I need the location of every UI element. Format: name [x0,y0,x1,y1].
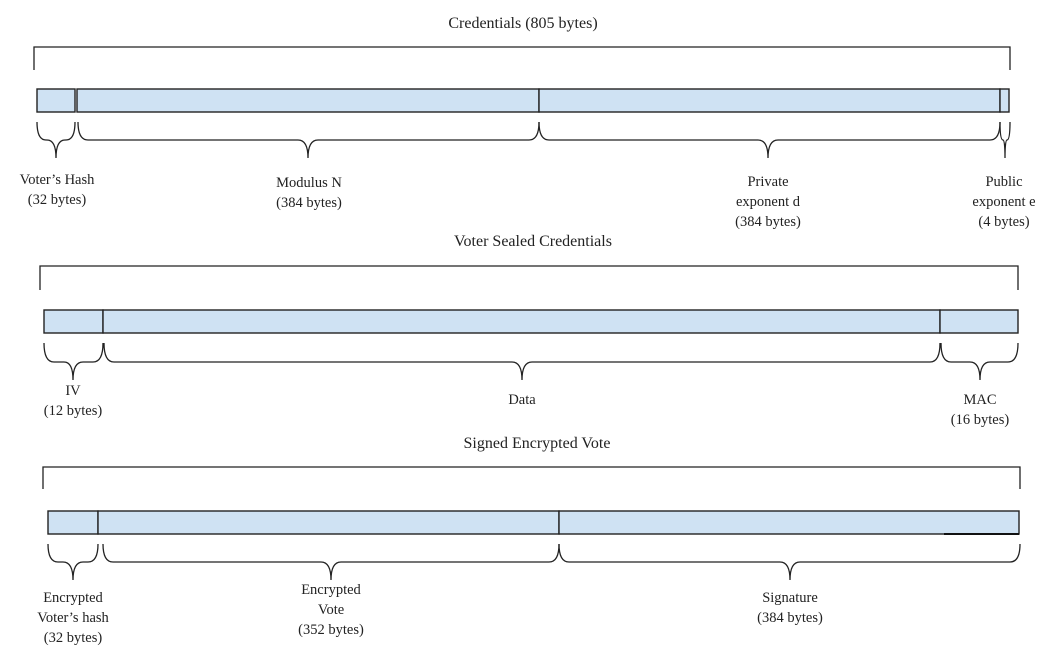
label-line: (16 bytes) [950,412,1010,428]
label-line: (32 bytes) [43,630,103,646]
label-line: Voter’s Hash [19,172,95,188]
label-line: (384 bytes) [735,214,801,230]
label-encrypted-voters-hash: Encrypted Voter’s hash (32 bytes) [37,588,109,648]
label-iv: IV (12 bytes) [44,381,102,421]
sealed-field-data [102,309,941,334]
label-mac: MAC (16 bytes) [951,390,1009,430]
label-line: (352 bytes) [298,622,364,638]
label-line: IV [65,383,81,399]
sealed-field-mac [939,309,1019,334]
vote-field-encrypted-vote [97,510,560,535]
sealed-credentials-overall-bracket [39,265,1019,290]
sealed-field-iv [43,309,104,334]
sealed-brace-iv [43,342,104,381]
label-private-exponent-d: Private exponent d (384 bytes) [735,172,801,232]
label-data: Data [508,390,535,410]
vote-field-signature [558,510,1020,535]
credentials-field-private-exponent-d [538,88,1001,113]
label-line: Modulus N [276,175,342,191]
signed-vote-diagram [42,466,1021,581]
vote-brace-signature [558,543,1021,581]
label-line: Vote [317,602,345,618]
credentials-title: Credentials (805 bytes) [448,15,598,32]
label-line: exponent d [735,194,801,210]
credentials-field-voters-hash [36,88,76,113]
label-line: Private [747,174,789,190]
vote-brace-encrypted-vote [102,543,560,581]
credentials-brace-voters-hash [36,121,76,159]
signed-vote-title: Signed Encrypted Vote [463,435,611,452]
label-line: (4 bytes) [978,214,1030,230]
label-line: (32 bytes) [27,192,87,208]
label-line: (384 bytes) [757,610,823,626]
sealed-brace-data [103,342,941,381]
label-line: Encrypted [43,590,103,606]
vote-field-encrypted-voters-hash [47,510,99,535]
vote-brace-encrypted-voters-hash [47,543,99,581]
label-line: exponent e [972,194,1036,210]
credentials-brace-modulus-n [77,121,540,159]
label-line: Public [985,174,1023,190]
label-line: Voter’s hash [37,610,109,626]
credentials-diagram [33,46,1011,159]
label-line: (12 bytes) [43,403,103,419]
sealed-brace-mac [940,342,1019,381]
label-modulus-n: Modulus N (384 bytes) [276,173,342,213]
label-line: Data [508,392,536,408]
label-line: MAC [963,392,997,408]
label-public-exponent-e: Public exponent e (4 bytes) [972,172,1035,232]
sealed-credentials-diagram [39,265,1019,381]
label-line: Signature [762,590,818,606]
label-signature: Signature (384 bytes) [757,588,823,628]
credentials-brace-private-exponent-d [538,121,1001,159]
sealed-credentials-title: Voter Sealed Credentials [454,233,612,250]
signed-vote-overall-bracket [42,466,1021,489]
credentials-field-public-exponent-e [999,88,1010,113]
credentials-brace-public-exponent-e [999,121,1011,159]
credentials-field-modulus-n [76,88,540,113]
label-line: (384 bytes) [276,195,342,211]
label-voters-hash: Voter’s Hash (32 bytes) [20,170,95,210]
label-line: Encrypted [301,582,361,598]
label-encrypted-vote: Encrypted Vote (352 bytes) [298,580,364,640]
credentials-overall-bracket [33,46,1011,70]
